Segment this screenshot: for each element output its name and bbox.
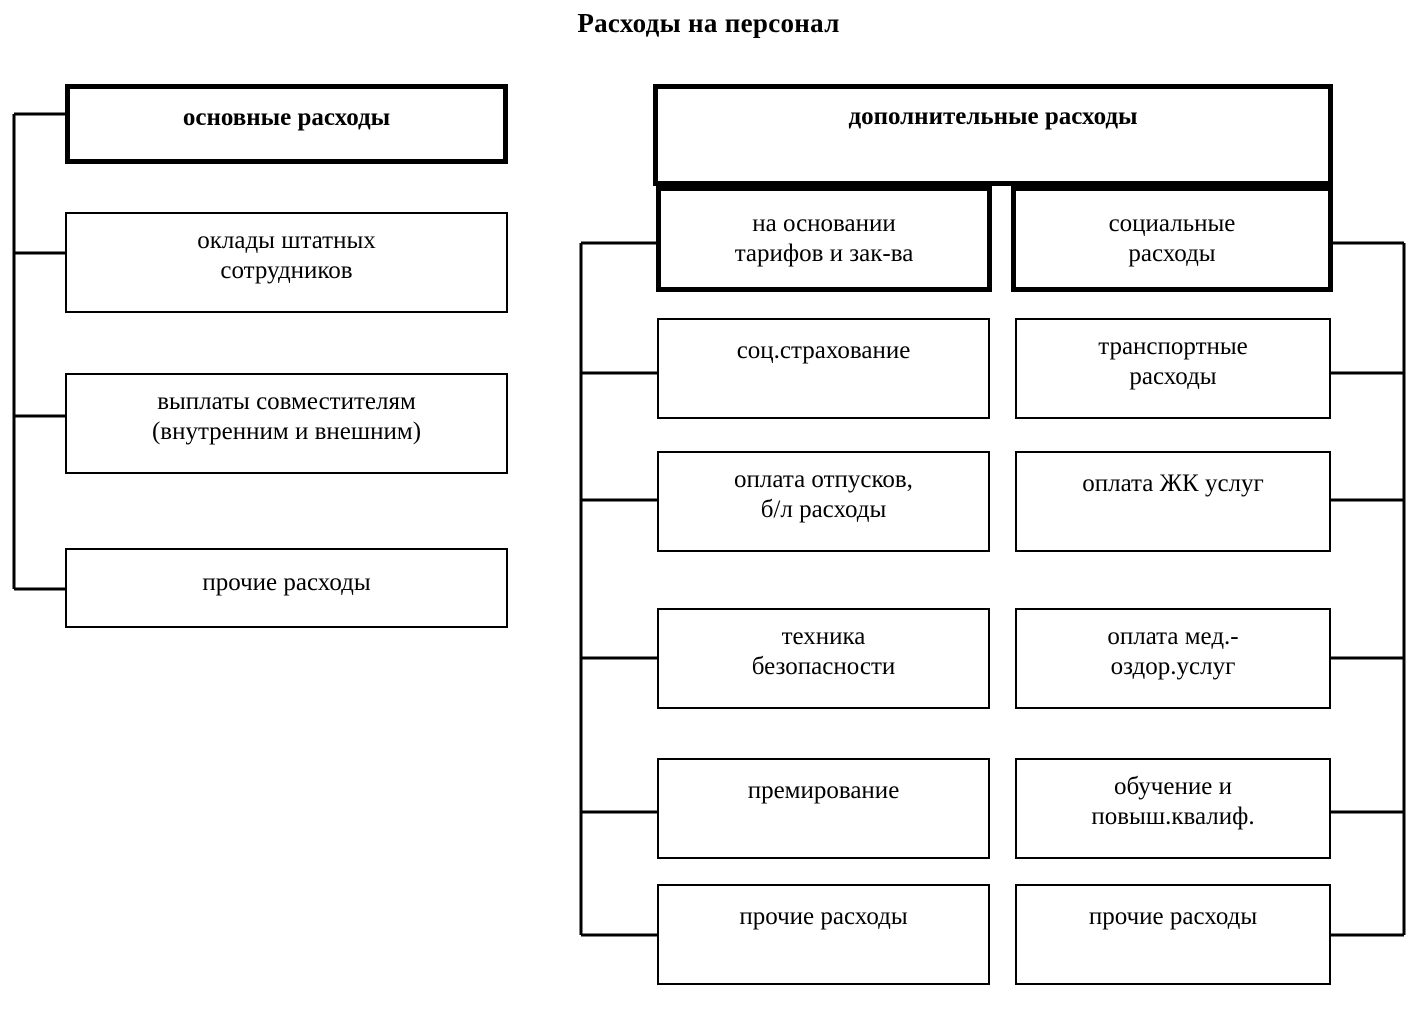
node-right-item-3[interactable]: оплата мед.- оздор.услуг (1015, 608, 1331, 709)
node-label: выплаты совместителям (внутренним и внеш… (151, 388, 422, 445)
node-left-item-3[interactable]: прочие расходы (65, 548, 508, 628)
node-left-item-2[interactable]: выплаты совместителям (внутренним и внеш… (65, 373, 508, 474)
node-label: техника безопасности (751, 623, 896, 680)
node-label: транспортные расходы (1098, 333, 1248, 390)
node-label: прочие расходы (1088, 903, 1258, 930)
node-right-item-4[interactable]: обучение и повыш.квалиф. (1015, 758, 1331, 859)
node-right-item-2[interactable]: оплата ЖК услуг (1015, 451, 1331, 552)
node-additional-header[interactable]: дополнительные расходы (653, 84, 1333, 186)
page-title: Расходы на персонал (577, 8, 840, 38)
node-label: соц.страхование (736, 337, 911, 364)
node-label: на основании тарифов и зак-ва (734, 210, 914, 267)
node-subheader-social[interactable]: социальные расходы (1011, 186, 1333, 292)
node-label: оклады штатных сотрудников (197, 227, 376, 284)
node-label: основные расходы (182, 104, 391, 131)
node-label: премирование (747, 777, 900, 804)
node-label: оплата мед.- оздор.услуг (1107, 623, 1239, 680)
node-middle-item-3[interactable]: техника безопасности (657, 608, 990, 709)
node-label: оплата ЖК услуг (1082, 470, 1264, 497)
node-right-item-1[interactable]: транспортные расходы (1015, 318, 1331, 419)
node-left-header[interactable]: основные расходы (65, 84, 508, 164)
node-middle-item-2[interactable]: оплата отпусков, б/л расходы (657, 451, 990, 552)
node-label: обучение и повыш.квалиф. (1091, 773, 1255, 830)
node-middle-item-4[interactable]: премирование (657, 758, 990, 859)
node-label: дополнительные расходы (848, 103, 1138, 130)
node-left-item-1[interactable]: оклады штатных сотрудников (65, 212, 508, 313)
node-label: прочие расходы (202, 569, 371, 596)
node-right-item-5[interactable]: прочие расходы (1015, 884, 1331, 985)
node-label: социальные расходы (1108, 210, 1236, 267)
node-middle-item-5[interactable]: прочие расходы (657, 884, 990, 985)
node-subheader-tariffs[interactable]: на основании тарифов и зак-ва (656, 186, 992, 292)
node-label: прочие расходы (739, 903, 908, 930)
node-middle-item-1[interactable]: соц.страхование (657, 318, 990, 419)
node-label: оплата отпусков, б/л расходы (734, 466, 913, 523)
